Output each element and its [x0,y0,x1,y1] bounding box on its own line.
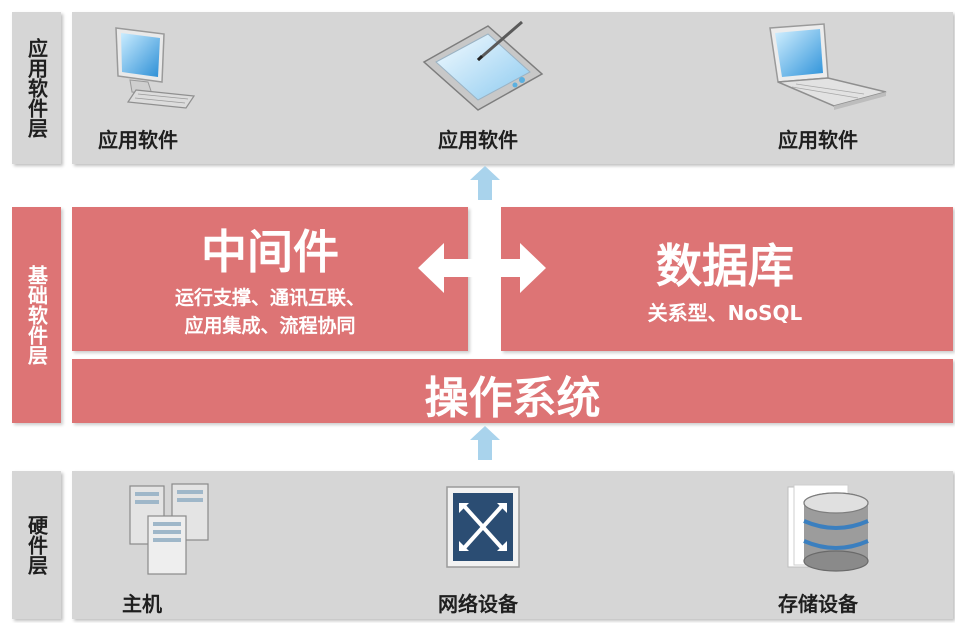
network-switch-icon [446,486,520,568]
database-title: 数据库 [656,239,794,293]
hardware-layer-label: 硬件层 [24,515,49,575]
middleware-title: 中间件 [201,225,339,279]
hardware-layer-label-box: 硬件层 [12,471,61,619]
middleware-desc-line1: 运行支撑、通讯互联、 [174,287,365,309]
base-layer-label-box: 基础软件层 [12,207,61,423]
app-label-2: 应用软件 [438,128,518,152]
app-layer-label: 应用软件层 [24,38,49,138]
laptop-icon [769,23,887,110]
up-arrow-icon-2 [470,426,500,460]
left-right-arrow-icon [418,243,546,293]
server-icon [129,483,209,575]
os-box [72,359,953,423]
base-layer-label: 基础软件层 [24,265,49,365]
database-desc: 关系型、NoSQL [647,301,803,325]
desktop-computer-icon [115,27,196,109]
database-box [501,207,953,351]
hardware-label-2: 网络设备 [438,592,518,616]
tablet-pen-icon [422,20,544,111]
os-title: 操作系统 [424,373,601,424]
app-label-1: 应用软件 [98,128,178,152]
middleware-box [72,207,468,351]
hardware-label-3: 存储设备 [778,592,858,616]
middleware-desc-line2: 应用集成、流程协同 [184,315,356,337]
storage-database-icon [787,484,869,572]
up-arrow-icon [470,166,500,200]
hardware-label-1: 主机 [122,592,162,616]
app-layer-label-box: 应用软件层 [12,12,61,164]
app-label-3: 应用软件 [778,128,858,152]
